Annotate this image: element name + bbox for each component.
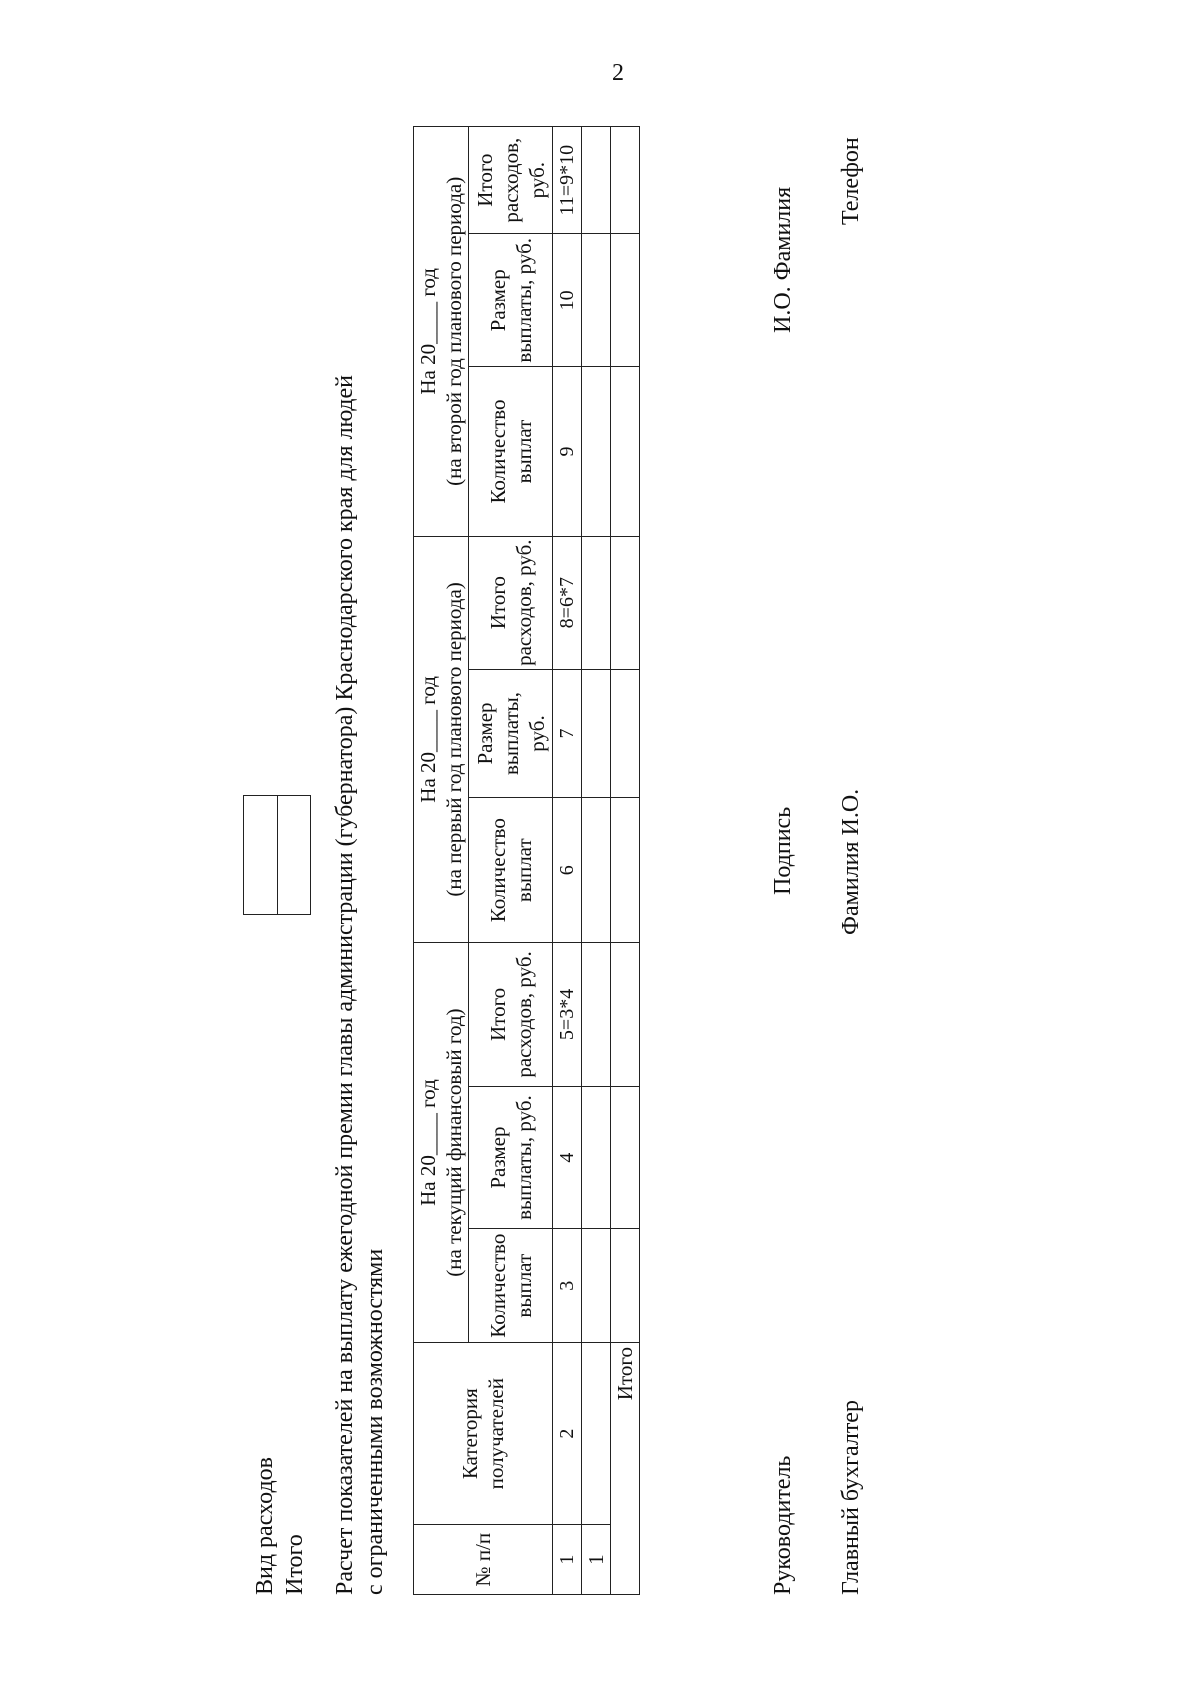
table-cell[interactable] bbox=[610, 669, 640, 798]
page-number: 2 bbox=[612, 60, 624, 86]
head-name-label: И.О. Фамилия bbox=[770, 186, 796, 333]
table-cell[interactable] bbox=[581, 126, 611, 234]
expense-type-label: Вид расходов bbox=[252, 1457, 278, 1595]
expense-input-box[interactable] bbox=[243, 795, 311, 915]
table-cell[interactable] bbox=[610, 942, 640, 1087]
table-cell[interactable] bbox=[610, 233, 640, 367]
col-number: 4 bbox=[552, 1086, 582, 1229]
period-second-note: (на второй год планового периода) bbox=[442, 176, 466, 486]
header-num: № п/п bbox=[413, 1524, 553, 1595]
col-number: 6 bbox=[552, 797, 582, 943]
signature-label: Подпись bbox=[770, 806, 796, 895]
header-total-3: Итого расходов, руб. bbox=[468, 126, 553, 234]
table-cell[interactable] bbox=[581, 1228, 611, 1343]
table-cell[interactable] bbox=[581, 942, 611, 1087]
table-cell[interactable] bbox=[610, 536, 640, 670]
col-number: 3 bbox=[552, 1228, 582, 1343]
header-count-1: Количество выплат bbox=[468, 1228, 553, 1343]
header-category: Категория получателей bbox=[413, 1342, 553, 1525]
period-first-note: (на первый год планового периода) bbox=[442, 582, 466, 897]
table-cell[interactable] bbox=[610, 797, 640, 943]
table-cell[interactable] bbox=[581, 233, 611, 367]
header-size-1: Размер выплаты, руб. bbox=[468, 1086, 553, 1229]
col-number: 7 bbox=[552, 669, 582, 798]
period-current-year: На 20____ год bbox=[416, 1079, 440, 1206]
table-cell[interactable] bbox=[581, 1342, 611, 1525]
table-cell[interactable] bbox=[581, 1086, 611, 1229]
row-num-cell: 1 bbox=[581, 1524, 611, 1595]
col-number: 5=3*4 bbox=[552, 942, 582, 1087]
title-line-2: с ограниченными возможностями bbox=[362, 1248, 388, 1595]
col-number: 8=6*7 bbox=[552, 536, 582, 670]
table-cell[interactable] bbox=[610, 126, 640, 234]
header-count-2: Количество выплат bbox=[468, 797, 553, 943]
table-cell[interactable] bbox=[610, 366, 640, 537]
col-number: 1 bbox=[552, 1524, 582, 1595]
calculation-table: № п/п Категория получателей На 20____ го… bbox=[413, 126, 640, 1595]
accountant-name-label: Фамилия И.О. bbox=[838, 788, 864, 935]
table-cell[interactable] bbox=[581, 797, 611, 943]
total-row: Итого bbox=[610, 126, 640, 1595]
header-size-2: Размер выплаты, руб. bbox=[468, 669, 553, 798]
period-second-year: На 20____ год bbox=[416, 268, 440, 395]
accountant-label: Главный бухгалтер bbox=[838, 1400, 864, 1595]
head-label: Руководитель bbox=[770, 1455, 796, 1595]
period-current-note: (на текущий финансовый год) bbox=[442, 1008, 466, 1277]
header-total-2: Итого расходов, руб. bbox=[468, 536, 553, 670]
table-cell[interactable] bbox=[581, 669, 611, 798]
header-size-3: Размер выплаты, руб. bbox=[468, 233, 553, 367]
header-period-current: На 20____ год (на текущий финансовый год… bbox=[413, 942, 469, 1343]
col-number: 11=9*10 bbox=[552, 126, 582, 234]
header-period-first: На 20____ год (на первый год планового п… bbox=[413, 536, 469, 943]
col-number: 2 bbox=[552, 1342, 582, 1525]
header-period-second: На 20____ год (на второй год планового п… bbox=[413, 126, 469, 537]
header-count-3: Количество выплат bbox=[468, 366, 553, 537]
expense-total-label: Итого bbox=[282, 1534, 308, 1595]
table-cell[interactable] bbox=[610, 1086, 640, 1229]
header-total-1: Итого расходов, руб. bbox=[468, 942, 553, 1087]
expense-box-divider bbox=[277, 796, 278, 914]
table-cell[interactable] bbox=[581, 366, 611, 537]
rotated-form: Вид расходов Итого Расчет показателей на… bbox=[243, 115, 890, 1595]
phone-label: Телефон bbox=[838, 137, 864, 225]
period-first-year: На 20____ год bbox=[416, 676, 440, 803]
table-row: 1 bbox=[581, 126, 611, 1595]
title-line-1: Расчет показателей на выплату ежегодной … bbox=[332, 375, 358, 1595]
col-number: 10 bbox=[552, 233, 582, 367]
total-row-label: Итого bbox=[610, 1342, 640, 1595]
col-number: 9 bbox=[552, 366, 582, 537]
form-title: Расчет показателей на выплату ежегодной … bbox=[330, 125, 390, 1595]
table-cell[interactable] bbox=[581, 536, 611, 670]
table-cell[interactable] bbox=[610, 1228, 640, 1343]
